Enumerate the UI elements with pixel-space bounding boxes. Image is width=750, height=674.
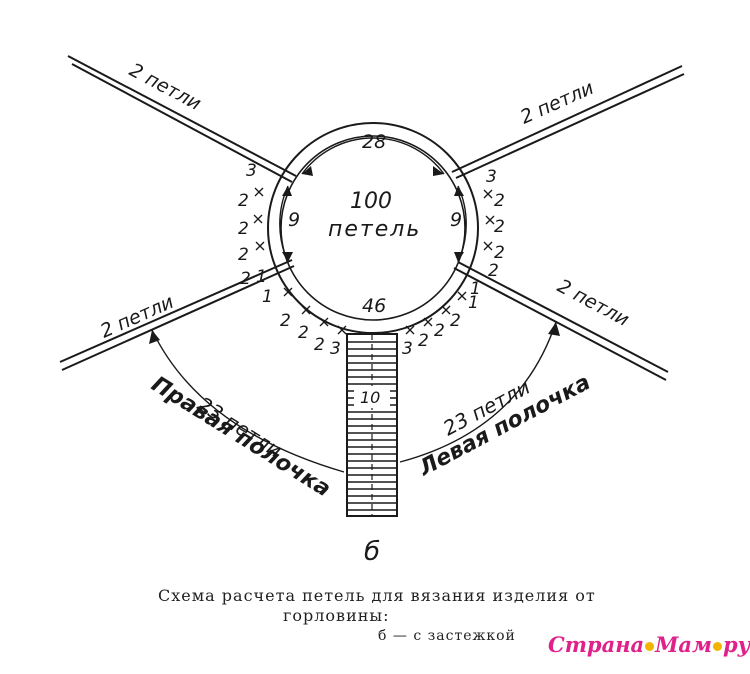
right-mark: 1: [470, 279, 481, 299]
caption-line-2: горловины:: [283, 606, 390, 625]
left-mark: 2: [240, 269, 251, 289]
arrow-head: [149, 330, 160, 344]
left-mark: 2: [314, 335, 325, 355]
arrow-head: [433, 166, 444, 176]
arrow-head: [302, 166, 313, 176]
caption-line-3: б — с застежкой: [378, 628, 516, 644]
arrow-head: [454, 252, 464, 262]
strap-label-lower-right: 2 петли: [554, 275, 633, 331]
left-mark: 2: [238, 245, 249, 265]
strap-line-lower-left: [59, 259, 293, 363]
cross-mark: [253, 214, 263, 224]
cross-mark: [337, 325, 347, 335]
top-count: 28: [362, 131, 386, 153]
top-arc: [301, 137, 445, 175]
right-mark: 2: [418, 331, 429, 351]
right-mark: 3: [486, 167, 497, 187]
cross-mark: [254, 187, 264, 197]
cross-mark: [483, 189, 493, 199]
cross-mark: [255, 241, 265, 251]
placket-label-box: [354, 386, 390, 408]
cross-mark: [483, 241, 493, 251]
left-mark: 2: [238, 191, 249, 211]
cross-mark: [485, 215, 495, 225]
logo-dot: [712, 642, 722, 651]
arrow-head: [282, 252, 293, 262]
arrow-head: [454, 186, 464, 196]
cross-mark: [423, 317, 433, 327]
caption-line-1: Схема расчета петель для вязания изделия…: [158, 586, 596, 605]
arrow-head: [282, 186, 292, 196]
arrow-head: [548, 322, 560, 336]
total-word: петель: [328, 217, 421, 242]
logo-part-2: Мам: [655, 632, 712, 657]
right-front-name: Правая полочка: [147, 372, 335, 502]
cross-mark: [283, 287, 293, 297]
strap-line-lower-left: [61, 265, 295, 371]
left-front-arc: [399, 321, 557, 463]
cross-mark: [457, 291, 467, 301]
right-mark: 2: [450, 311, 461, 331]
left-mark: 1: [256, 267, 267, 287]
logo-part-1: Страна: [548, 632, 645, 657]
cross-mark: [301, 305, 311, 315]
strap-line-upper-left: [67, 55, 297, 177]
logo-dot: [645, 642, 655, 651]
right-mark: 1: [468, 293, 479, 313]
side-count-left: 9: [288, 209, 300, 231]
placket-count: 10: [360, 388, 380, 407]
left-mark: 2: [298, 323, 309, 343]
right-front-arc: [151, 329, 345, 473]
strap-line-lower-right: [453, 267, 667, 381]
side-count-right: 9: [450, 209, 462, 231]
cross-mark: [441, 305, 451, 315]
strap-line-upper-left: [71, 63, 293, 183]
left-mark: 2: [238, 219, 249, 239]
variant-letter: б: [364, 537, 380, 567]
right-mark: 2: [494, 243, 505, 263]
total-count: 100: [350, 189, 392, 214]
left-mark: 3: [330, 339, 341, 359]
cross-mark: [319, 317, 329, 327]
left-mark: 3: [246, 161, 257, 181]
right-mark: 2: [434, 321, 445, 341]
bottom-count: 46: [362, 295, 386, 317]
strap-line-upper-right: [451, 65, 683, 173]
right-mark: 2: [494, 217, 505, 237]
right-mark: 2: [488, 261, 499, 281]
cross-mark: [405, 325, 415, 335]
right-mark: 2: [494, 191, 505, 211]
left-mark: 2: [280, 311, 291, 331]
strap-line-lower-right: [457, 261, 669, 373]
neck-inner-circle: [280, 135, 466, 321]
logo-part-3: ру: [722, 632, 750, 657]
strap-label-upper-right: 2 петли: [517, 77, 597, 129]
right-mark: 3: [402, 339, 413, 359]
left-mark: 1: [262, 287, 273, 307]
strap-line-upper-right: [455, 73, 685, 179]
